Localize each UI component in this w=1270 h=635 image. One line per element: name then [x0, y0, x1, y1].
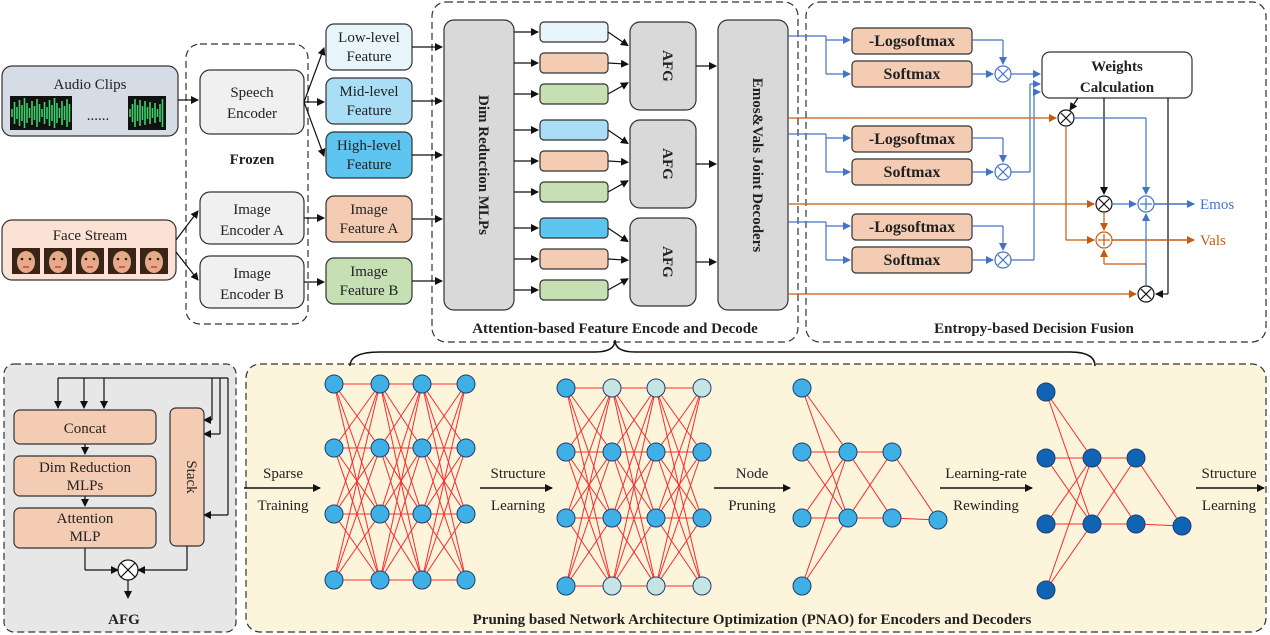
softmax-label-2: Softmax [884, 164, 941, 181]
pnao-step-3-line1: Node [736, 466, 769, 482]
network-structure-learned [556, 378, 712, 596]
expand-bracket [349, 339, 1096, 367]
softmax-label-3: Softmax [884, 252, 941, 269]
neg-logsoftmax-label-1: -Logsoftmax [869, 33, 955, 50]
image-feature-a-line2: Feature A [340, 221, 399, 237]
attention-mlp-line1: Attention [57, 511, 114, 527]
image-feature-b-line2: Feature B [340, 283, 399, 299]
pnao-step-5-line2: Learning [1202, 498, 1257, 514]
dim-reduction-mlps-box [443, 19, 515, 311]
pnao-step-1-line1: Sparse [263, 466, 303, 482]
decision-fusion-section [805, 1, 1267, 343]
speech-encoder-line1: Speech [230, 85, 274, 101]
network-rewound [1036, 382, 1192, 600]
frozen-label: Frozen [230, 152, 275, 168]
mid-level-line2: Feature [347, 103, 392, 119]
low-level-line2: Feature [347, 49, 392, 65]
pnao-section [245, 363, 1267, 633]
pnao-step-1-line2: Training [257, 498, 309, 514]
speech-encoder-box [199, 69, 305, 135]
afg-box-3-label: AFG [659, 246, 675, 278]
pnao-step-3-line2: Pruning [728, 498, 776, 514]
emos-output-label: Emos [1200, 197, 1234, 213]
speech-encoder-line2: Encoder [227, 106, 277, 122]
fusion-rows: -LogsoftmaxSoftmax-LogsoftmaxSoftmax-Log… [851, 27, 973, 274]
neg-logsoftmax-box-3 [851, 213, 973, 241]
low-level-line1: Low-level [338, 30, 400, 46]
afg-input-lines [54, 377, 229, 519]
concat-label: Concat [64, 421, 107, 437]
weights-calculation-box [1041, 51, 1193, 99]
audio-clips-label: Audio Clips [54, 77, 127, 93]
neg-logsoftmax-label-2: -Logsoftmax [869, 131, 955, 148]
joint-decoders-box [717, 19, 789, 311]
high-level-line2: Feature [347, 157, 392, 173]
face-thumbnails [12, 248, 168, 274]
stack-label: Stack [183, 460, 199, 494]
image-encoder-a-line1: Image [233, 202, 271, 218]
pnao-step-2-line2: Learning [491, 498, 546, 514]
neg-logsoftmax-box-2 [851, 125, 973, 153]
vals-output-label: Vals [1200, 233, 1226, 249]
attention-mlp-line2: MLP [70, 529, 101, 545]
neg-logsoftmax-box-1 [851, 27, 973, 55]
neg-logsoftmax-label-3: -Logsoftmax [869, 219, 955, 236]
image-feature-a-line1: Image [350, 202, 388, 218]
softmax-label-1: Softmax [884, 66, 941, 83]
mid-level-line1: Mid-level [339, 84, 398, 100]
decision-fusion-title: Entropy-based Decision Fusion [934, 321, 1134, 337]
face-stream-label: Face Stream [53, 228, 128, 244]
afg-box-2-label: AFG [659, 148, 675, 180]
weights-line1: Weights [1091, 59, 1143, 75]
afg-detail-title: AFG [108, 612, 140, 628]
pnao-step-4-line1: Learning-rate [945, 466, 1027, 482]
afg-multiply-node [84, 546, 188, 599]
afg-dim-reduction-line1: Dim Reduction [39, 460, 132, 476]
waveform-icon [10, 96, 166, 130]
network-node-pruned [792, 378, 948, 596]
dim-reduction-mlps-label: Dim Reduction MLPs [475, 95, 491, 235]
pnao-step-5-line1: Structure [1202, 466, 1257, 482]
image-encoder-b-line2: Encoder B [220, 287, 284, 303]
pnao-title: Pruning based Network Architecture Optim… [473, 612, 1032, 628]
audio-ellipsis: ...... [87, 108, 110, 124]
image-encoder-b-line1: Image [233, 266, 271, 282]
network-dense [324, 374, 476, 590]
fusion-connections [788, 35, 1195, 303]
pnao-step-4-line2: Rewinding [953, 498, 1019, 514]
encoded-feature-bars [514, 21, 629, 301]
image-encoder-a-line2: Encoder A [220, 223, 284, 239]
encode-decode-title: Attention-based Feature Encode and Decod… [472, 321, 758, 337]
pnao-networks [324, 374, 1192, 600]
high-level-line1: High-level [337, 138, 401, 154]
weights-line2: Calculation [1080, 80, 1155, 96]
afg-box-1-label: AFG [659, 50, 675, 82]
afg-dim-reduction-line2: MLPs [67, 478, 104, 494]
joint-decoders-label: Emos&Vals Joint Decoders [749, 78, 765, 253]
frozen-encoders-group [185, 43, 309, 325]
image-feature-b-line1: Image [350, 264, 388, 280]
pnao-step-2-line1: Structure [491, 466, 546, 482]
